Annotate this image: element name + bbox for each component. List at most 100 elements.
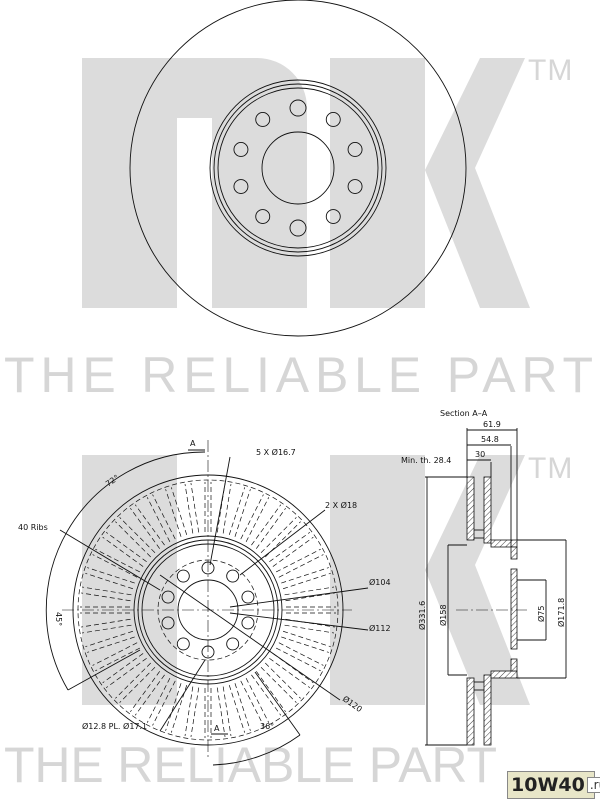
dim-thickness: 30	[475, 450, 485, 459]
dim-min-thickness: Min. th. 28.4	[401, 456, 451, 465]
trademark-text-bottom: TM	[528, 452, 573, 485]
rib-line	[92, 642, 138, 666]
rib-line	[165, 683, 182, 731]
dim-d171-8: Ø171.8	[556, 598, 566, 627]
rib-line	[92, 554, 138, 578]
rib-line	[85, 630, 133, 648]
hole	[325, 112, 341, 127]
rib-line	[275, 548, 321, 573]
rib-line	[152, 494, 176, 540]
rib-line	[134, 674, 165, 716]
rib-line	[275, 647, 321, 672]
rib-line	[115, 662, 151, 699]
rib-line	[134, 504, 165, 546]
dim-d158: Ø158	[438, 604, 448, 626]
section-view	[425, 428, 567, 746]
rib-line	[170, 487, 188, 535]
label-d112: Ø112	[369, 623, 391, 633]
rib-line	[284, 586, 335, 596]
disc-top-view	[129, 0, 467, 337]
rib-line	[251, 504, 282, 546]
rib-line	[245, 677, 270, 723]
rib-line	[278, 554, 324, 578]
hole	[255, 112, 271, 127]
rib-line	[283, 572, 331, 590]
rib-line	[260, 517, 297, 553]
rib-line	[255, 508, 286, 549]
hole	[347, 179, 363, 194]
rib-line	[245, 497, 270, 543]
site-logo-suffix: .ru	[586, 777, 600, 793]
rib-line	[190, 483, 200, 533]
dim-outer-diameter: Ø331.6	[417, 601, 427, 630]
rib-line	[146, 677, 171, 723]
rib-line	[115, 521, 151, 558]
section-marker-bottom: A	[214, 724, 220, 733]
watermark-logo-top: TM	[82, 54, 573, 308]
rib-line	[152, 680, 176, 726]
rib-line	[95, 647, 141, 672]
rib-line	[272, 536, 314, 567]
rib-line	[284, 624, 335, 634]
trademark-text: TM	[528, 54, 573, 87]
rib-line	[87, 567, 135, 584]
rib-line	[228, 685, 246, 733]
label-d104: Ø104	[369, 577, 391, 587]
section-title: Section A–A	[440, 409, 488, 418]
rib-line	[251, 674, 282, 716]
rib-line	[278, 642, 324, 666]
rib-line	[228, 487, 246, 535]
rib-line	[165, 489, 182, 537]
hole	[233, 142, 249, 157]
hole	[241, 616, 255, 630]
rib-line	[95, 548, 141, 573]
rib-line	[269, 657, 310, 688]
section-marker-top: A	[190, 439, 196, 448]
rib-line	[260, 667, 297, 703]
hole	[176, 569, 190, 583]
rib-line	[184, 483, 194, 534]
rib-line	[130, 508, 161, 549]
rib-line	[119, 667, 156, 703]
label-pin-holes: 2 X Ø18	[325, 500, 357, 510]
label-ribs: 40 Ribs	[18, 523, 48, 532]
hole	[241, 590, 255, 604]
hole	[226, 569, 240, 583]
rib-line	[81, 592, 131, 602]
label-angle-36: 36°	[260, 722, 274, 731]
dim-d75: Ø75	[536, 606, 546, 622]
rib-line	[240, 494, 264, 540]
rib-line	[106, 532, 147, 563]
rib-line	[102, 653, 144, 684]
rib-line	[255, 671, 286, 712]
rib-line	[119, 517, 156, 553]
rib-line	[106, 657, 147, 688]
hole	[161, 590, 175, 604]
rib-line	[81, 624, 132, 634]
site-logo[interactable]: 10W40 .ru	[507, 771, 600, 799]
rib-line	[285, 592, 335, 602]
rib-line	[222, 686, 232, 737]
hole	[347, 142, 363, 157]
rib-line	[216, 687, 226, 737]
label-hole-pcd: Ø12.8 PL. Ø17.1	[82, 721, 147, 731]
rib-line	[87, 636, 135, 653]
rib-line	[190, 687, 200, 737]
hole	[161, 616, 175, 630]
hole	[233, 179, 249, 194]
rib-line	[269, 532, 310, 563]
disc-front-view	[45, 440, 369, 766]
hole	[226, 637, 240, 651]
rib-line	[234, 489, 251, 537]
rib-line	[85, 572, 133, 590]
rib-line	[240, 680, 264, 726]
label-bolt-holes: 5 X Ø16.7	[256, 447, 296, 457]
rib-line	[222, 483, 232, 534]
dim-hat-height: 54.8	[481, 435, 499, 444]
site-logo-main: 10W40	[511, 774, 585, 796]
rib-line	[102, 536, 144, 567]
rib-line	[234, 683, 251, 731]
watermark-logo-bottom: TM	[82, 452, 573, 705]
